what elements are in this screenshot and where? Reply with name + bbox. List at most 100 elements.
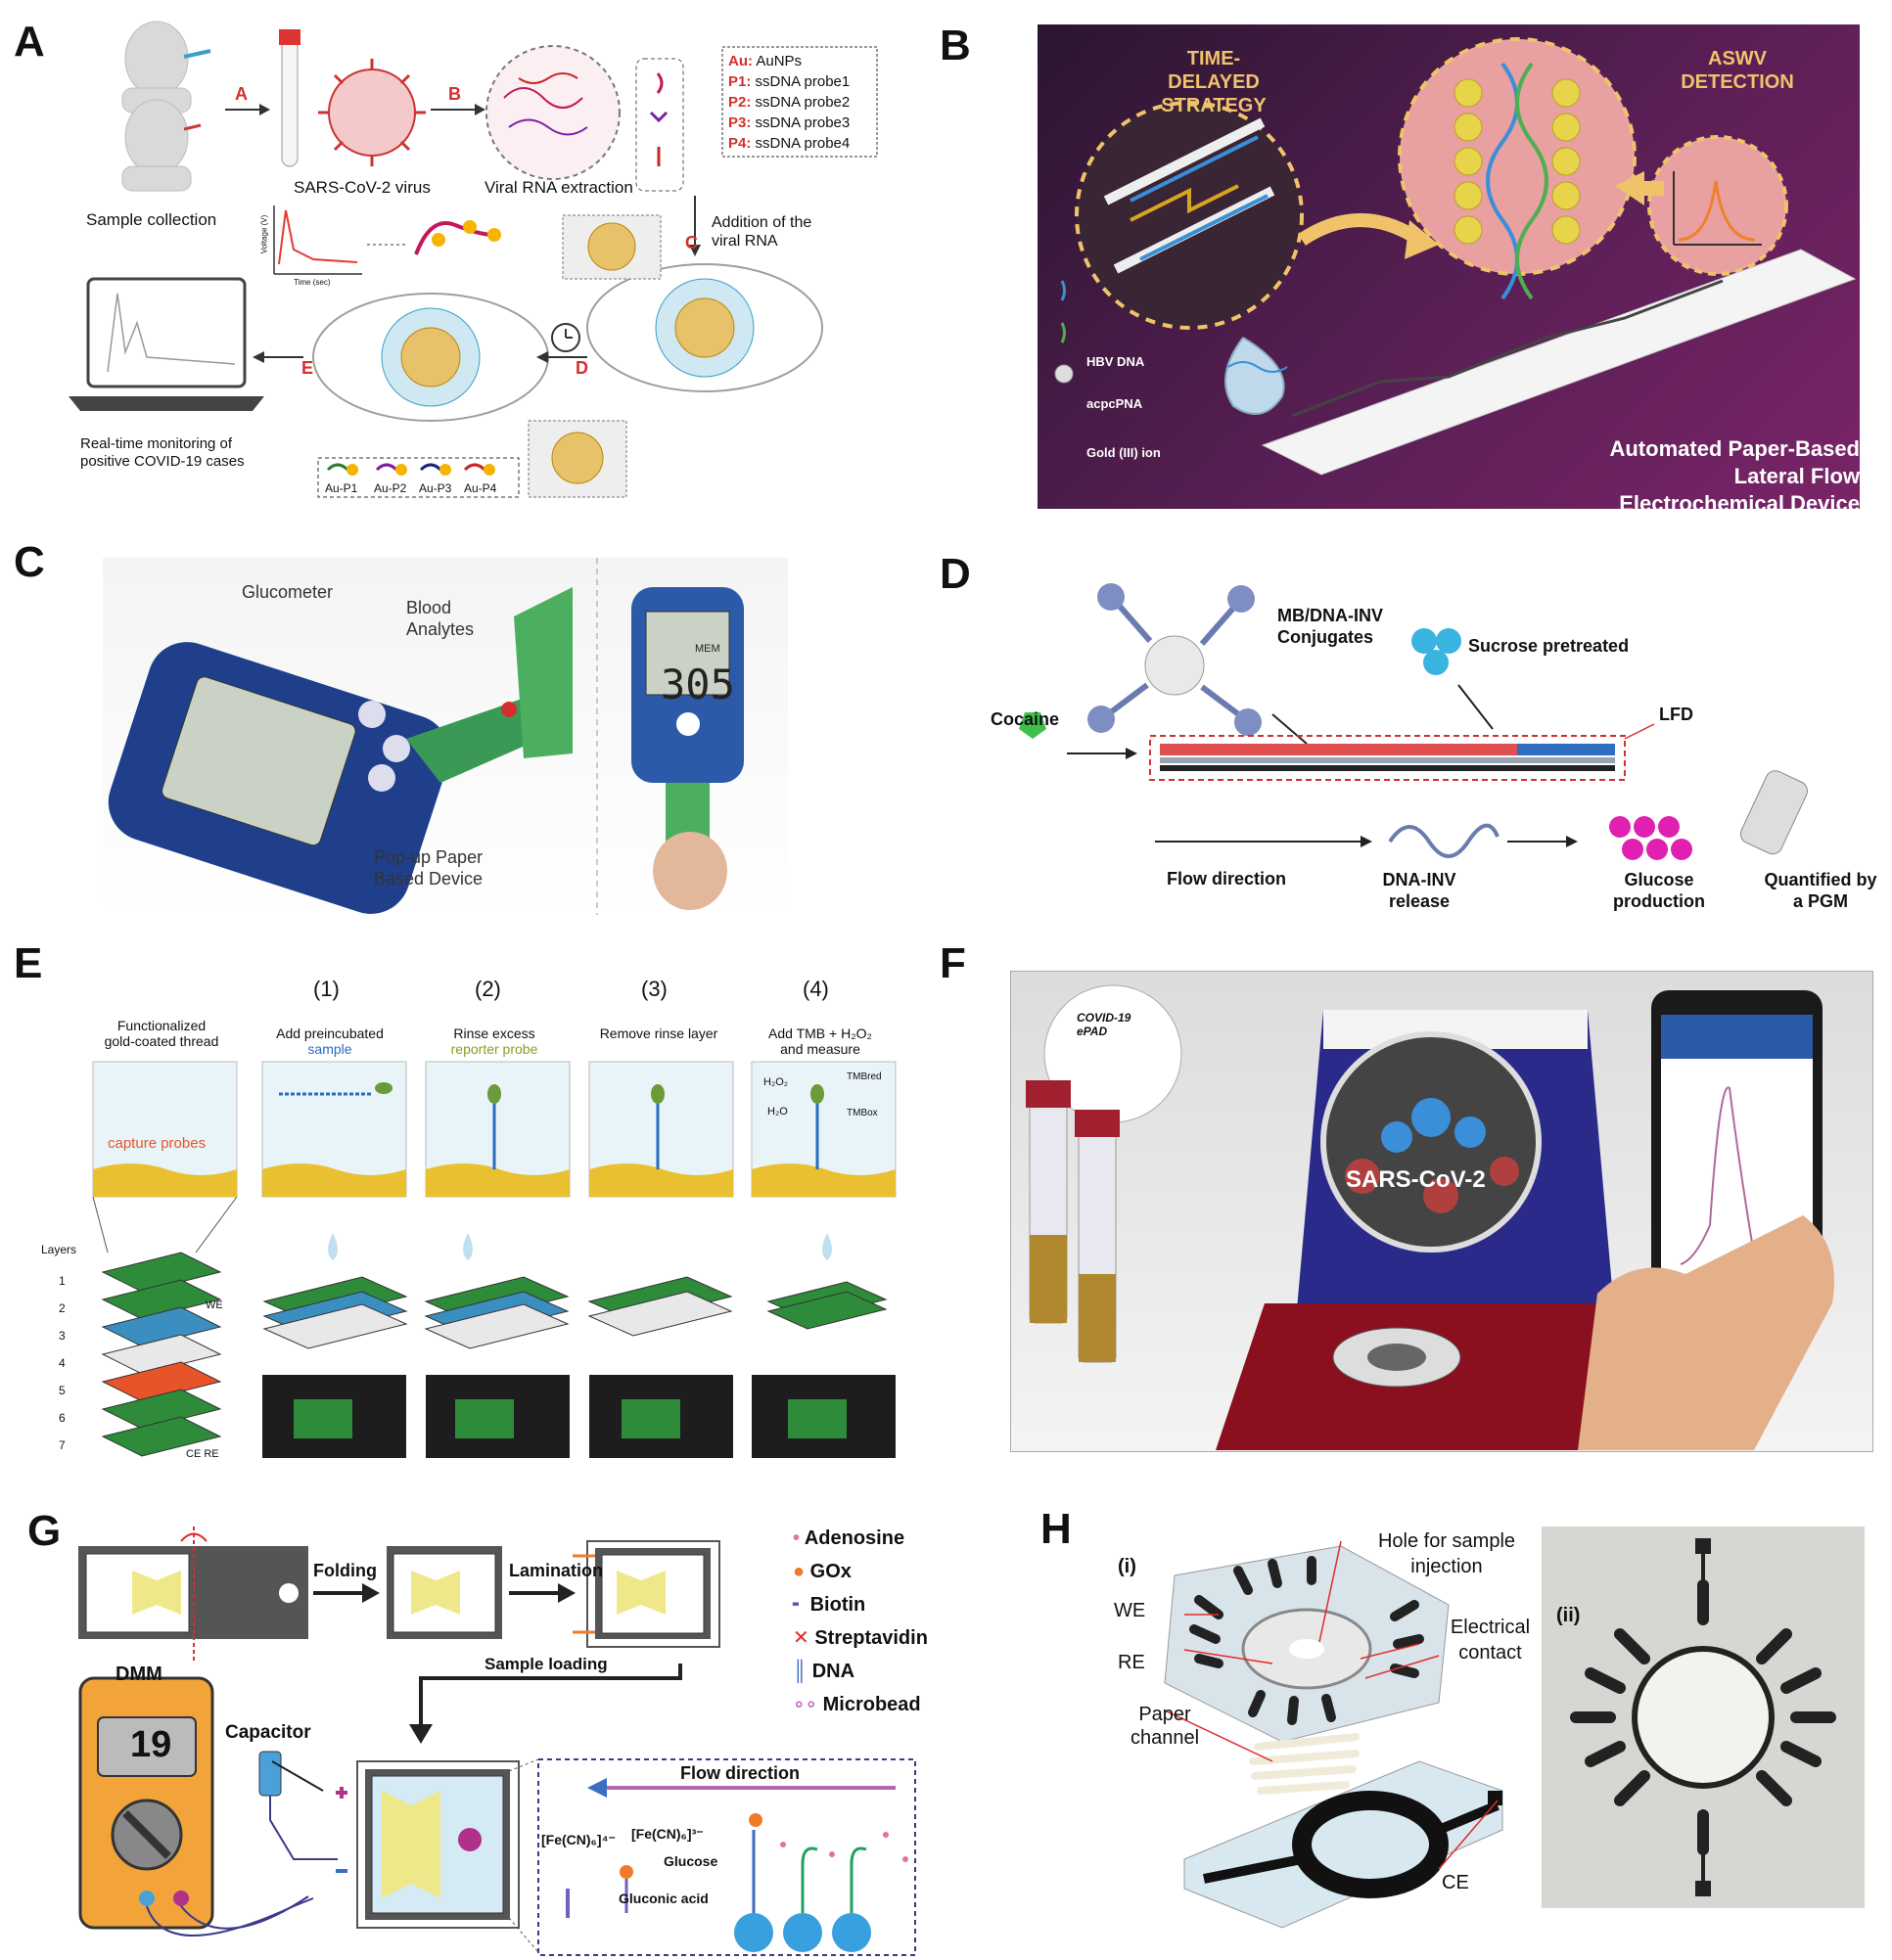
pgm-label: Quantified by a PGM	[1764, 870, 1877, 911]
lamination-label: Lamination	[509, 1561, 604, 1580]
glucometer-label: Glucometer	[242, 582, 334, 602]
paper-channel-label: Paper channel	[1130, 1704, 1200, 1749]
sars-label: SARS-CoV-2	[1346, 1166, 1486, 1193]
conjugate-label: Au-P3	[419, 481, 452, 495]
capture-probes-label: capture probes	[108, 1135, 207, 1152]
panel-c-label: C	[14, 538, 45, 586]
panel-h: H	[1008, 1468, 1892, 1960]
contact-label: Electrical contact	[1450, 1617, 1531, 1664]
panel-d-label: D	[940, 550, 971, 598]
legend-item: ║ DNA	[793, 1661, 855, 1682]
time-delayed-label: TIME-DELAYED STRATEGY	[1161, 48, 1267, 116]
legend-gold: Gold (III) ion	[1086, 445, 1161, 460]
panel-h-label: H	[1040, 1505, 1072, 1553]
we-label: WE	[1114, 1600, 1146, 1621]
aswv-label: ASWV DETECTION	[1681, 48, 1794, 93]
g-legend: • Adenosine ● GOx ╸ Biotin ✕ Streptavidi…	[793, 1522, 928, 1721]
step-num: (4)	[803, 977, 829, 1001]
conjugate-label: Au-P1	[325, 481, 358, 495]
step-num: (1)	[313, 977, 340, 1001]
blood-label: Blood Analytes	[406, 598, 475, 639]
microbead-icon: ∘∘	[793, 1694, 818, 1715]
step-d-label: D	[576, 358, 588, 378]
capacitor-label: Capacitor	[225, 1722, 311, 1743]
sample-collection-label: Sample collection	[86, 210, 217, 229]
biotin-icon: ╸	[793, 1594, 806, 1616]
panel-d-illustration	[1019, 583, 1808, 860]
step-caption: Remove rinse layer	[599, 1026, 718, 1041]
ce-label: CE	[1442, 1872, 1469, 1893]
panel-a-illustration	[69, 21, 878, 498]
legend-item: ● GOx	[793, 1561, 852, 1582]
panel-a: A	[0, 0, 1018, 509]
conjugates-label: MB/DNA-INV Conjugates	[1277, 606, 1383, 647]
flow-direction-label: Flow direction	[680, 1763, 801, 1783]
sucrose-label: Sucrose pretreated	[1468, 636, 1630, 656]
glucose-label: Glucose production	[1613, 870, 1705, 911]
panel-h-illustration	[1164, 1527, 1865, 1929]
panel-f: F COVID-19 ePAD SARS-CoV-2	[940, 939, 1892, 1468]
glucose-label: Glucose	[664, 1853, 718, 1869]
virus-label: SARS-CoV-2 virus	[294, 178, 431, 197]
meter-display: 305	[661, 661, 735, 708]
gox-icon: ●	[793, 1561, 806, 1582]
h2o-label: H₂O	[767, 1106, 788, 1117]
h2o2-label: H₂O₂	[763, 1076, 789, 1088]
dmm-value: 19	[130, 1724, 172, 1765]
legend-item: ╸ Biotin	[793, 1594, 866, 1616]
cocaine-label: Cocaine	[991, 709, 1060, 729]
cere-label: CE RE	[186, 1448, 219, 1460]
conjugate-label: Au-P4	[464, 481, 497, 495]
label-i: (i)	[1118, 1556, 1136, 1577]
panel-e-illustration	[92, 1061, 897, 1458]
we-label: WE	[206, 1299, 223, 1311]
panel-b: B TIME-DELAYED STRATEGY ASWV DETECTION H…	[940, 0, 1892, 519]
conjugate-label: Au-P2	[374, 481, 407, 495]
addition-label: Addition of the viral RNA	[712, 214, 812, 250]
tmbred-label: TMBred	[847, 1071, 882, 1082]
dmm-label: DMM	[115, 1664, 162, 1685]
plot-xlabel: Time (sec)	[294, 278, 331, 287]
panel-g: G	[0, 1468, 979, 1960]
step-a-label: A	[235, 84, 248, 104]
label-ii: (ii)	[1556, 1605, 1581, 1626]
gluconic-label: Gluconic acid	[619, 1891, 709, 1906]
monitoring-label: Real-time monitoring of positive COVID-1…	[80, 435, 245, 470]
panel-b-illustration	[1054, 37, 1857, 476]
panel-a-label: A	[14, 18, 45, 66]
release-label: DNA-INV release	[1382, 870, 1456, 911]
step-c-label: C	[685, 233, 698, 252]
step-num: (2)	[475, 977, 501, 1001]
popup-label: Pop-up Paper Based Device	[374, 847, 484, 889]
step-num: (3)	[641, 977, 668, 1001]
probe-legend: Au: AuNPs P1: ssDNA probe1 P2: ssDNA pro…	[728, 51, 850, 154]
panel-g-illustration	[78, 1527, 916, 1956]
ferro-label: [Fe(CN)₆]⁴⁻	[541, 1832, 616, 1847]
epad-label: COVID-19 ePAD	[1077, 1011, 1131, 1038]
sample-loading-label: Sample loading	[485, 1655, 608, 1673]
panel-b-title: Automated Paper-Based Lateral Flow Elect…	[1609, 436, 1860, 516]
dna-icon: ║	[793, 1661, 808, 1682]
legend-item: ✕ Streptavidin	[793, 1627, 928, 1649]
panel-f-label: F	[940, 939, 966, 987]
folding-label: Folding	[313, 1561, 377, 1580]
panel-g-label: G	[27, 1507, 62, 1555]
panel-c-illustration	[108, 558, 744, 915]
panel-b-label: B	[940, 22, 971, 69]
extraction-label: Viral RNA extraction	[485, 178, 633, 197]
legend-item: • Adenosine	[793, 1527, 905, 1549]
lfd-label: LFD	[1659, 705, 1693, 724]
tmbox-label: TMBox	[847, 1108, 878, 1118]
plot-ylabel: Voltage (V)	[259, 214, 269, 254]
re-label: RE	[1118, 1652, 1145, 1673]
layers-label: Layers	[41, 1243, 77, 1256]
panel-c: C Glucometer Blood Analytes Pop-up Paper…	[0, 538, 803, 930]
meter-mem: MEM	[695, 643, 720, 655]
legend-row: P2: ssDNA probe2	[728, 94, 851, 111]
